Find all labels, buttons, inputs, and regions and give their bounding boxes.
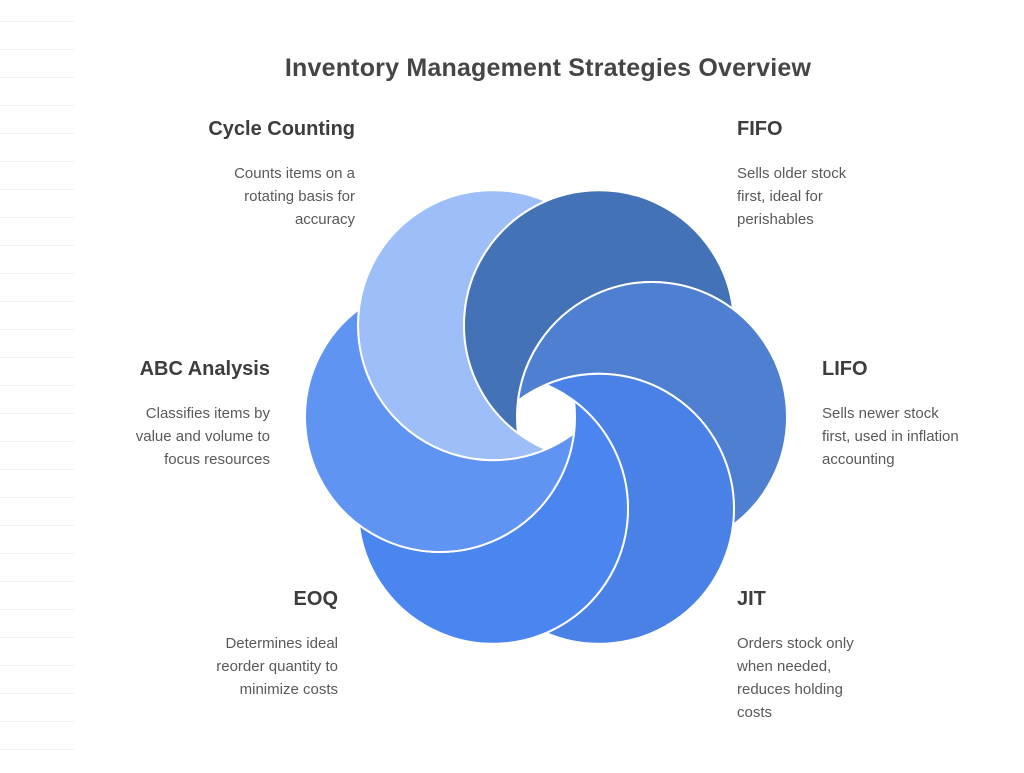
background-row-line — [0, 581, 74, 582]
eoq-title: EOQ — [293, 588, 338, 610]
lifo-title: LIFO — [822, 358, 868, 380]
background-row-line — [0, 301, 74, 302]
lifo-description: Sells newer stock first, used in inflati… — [822, 405, 959, 468]
label-eoq: EOQ Determines ideal reorder quantity to… — [130, 586, 338, 701]
cycle-counting-description: Counts items on a rotating basis for acc… — [234, 165, 355, 228]
label-abc: ABC Analysis Classifies items by value a… — [60, 356, 270, 471]
background-row-line — [0, 273, 74, 274]
background-row-line — [0, 693, 74, 694]
background-row-line — [0, 133, 74, 134]
abc-description: Classifies items by value and volume to … — [135, 405, 270, 468]
abc-title: ABC Analysis — [139, 358, 270, 380]
background-grid — [0, 0, 80, 773]
label-lifo: LIFO Sells newer stock first, used in in… — [822, 356, 1022, 471]
background-row-line — [0, 357, 74, 358]
page-title: Inventory Management Strategies Overview — [284, 54, 812, 82]
background-row-line — [0, 217, 74, 218]
jit-title: JIT — [737, 588, 766, 610]
eoq-description: Determines ideal reorder quantity to min… — [216, 635, 338, 698]
background-row-line — [0, 609, 74, 610]
background-row-line — [0, 385, 74, 386]
background-row-line — [0, 441, 74, 442]
background-row-line — [0, 525, 74, 526]
background-row-line — [0, 329, 74, 330]
background-row-line — [0, 637, 74, 638]
fifo-description: Sells older stock first, ideal for peris… — [737, 165, 847, 228]
background-row-line — [0, 413, 74, 414]
label-jit: JIT Orders stock only when needed, reduc… — [737, 586, 952, 724]
background-row-line — [0, 161, 74, 162]
background-row-line — [0, 21, 74, 22]
background-row-line — [0, 497, 74, 498]
background-row-line — [0, 49, 74, 50]
background-row-line — [0, 105, 74, 106]
background-row-line — [0, 553, 74, 554]
background-row-line — [0, 469, 74, 470]
background-row-line — [0, 189, 74, 190]
cycle-counting-title: Cycle Counting — [208, 118, 355, 140]
background-row-line — [0, 245, 74, 246]
fifo-title: FIFO — [737, 118, 783, 140]
label-cycle-counting: Cycle Counting Counts items on a rotatin… — [145, 116, 355, 231]
background-row-line — [0, 77, 74, 78]
label-fifo: FIFO Sells older stock first, ideal for … — [737, 116, 952, 231]
background-row-line — [0, 749, 74, 750]
petal-abc — [304, 308, 576, 553]
background-row-line — [0, 665, 74, 666]
jit-description: Orders stock only when needed, reduces h… — [737, 635, 854, 721]
background-row-line — [0, 721, 74, 722]
